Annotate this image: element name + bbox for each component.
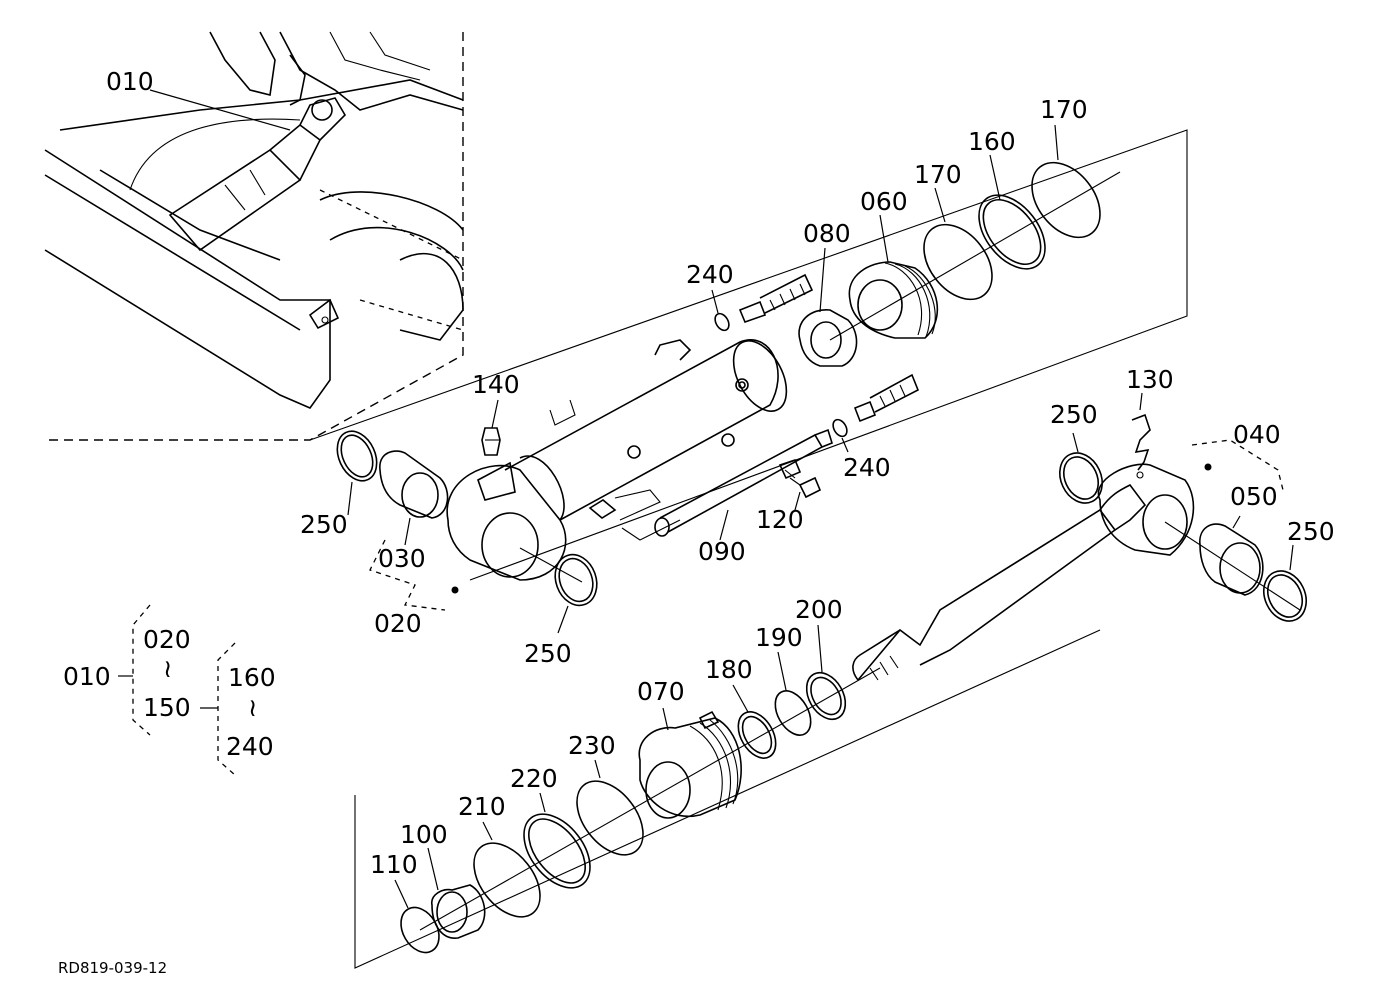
upper-frame [309, 129, 1188, 581]
label-230: 230 [568, 731, 616, 760]
label-160: 160 [968, 127, 1016, 156]
label-020: 020 [374, 609, 422, 638]
ring-250-rod-inner [1062, 456, 1100, 500]
oring-240-lower [832, 418, 848, 438]
grease-fitting-140 [481, 427, 501, 456]
label-250-rod: 250 [1050, 400, 1098, 429]
label-220: 220 [510, 764, 558, 793]
cylinder-tube-020 [446, 339, 788, 594]
upper-axis-line [829, 171, 1121, 341]
ring-160-inner [982, 199, 1042, 265]
label-050: 050 [1230, 482, 1278, 511]
bracket-020 [369, 539, 446, 611]
pipe-090 [654, 428, 833, 537]
ring-200-inner [810, 676, 842, 716]
ring-170-a [923, 223, 993, 301]
legend-range1-tilde: ≀ [163, 654, 172, 683]
ring-210 [473, 842, 541, 918]
ring-220 [523, 813, 591, 889]
bushing-030 [379, 450, 449, 519]
label-180: 180 [705, 655, 753, 684]
label-110: 110 [370, 850, 418, 879]
label-250-right: 250 [1287, 517, 1335, 546]
inset-border [45, 32, 464, 441]
label-250-bottom: 250 [524, 639, 572, 668]
rod-eye-axis [1164, 521, 1301, 611]
label-170-inner: 170 [914, 160, 962, 189]
ring-250-rod [1059, 452, 1103, 504]
bushing-100 [431, 884, 486, 939]
range-legend: 010 020 ≀ 150 160 ≀ 240 [63, 604, 276, 776]
bushing-080 [798, 309, 858, 367]
label-250-left: 250 [300, 510, 348, 539]
ring-170-b [1031, 161, 1101, 239]
label-120: 120 [756, 505, 804, 534]
ring-250-bottom [554, 553, 598, 607]
ring-250-left [336, 430, 378, 482]
label-200: 200 [795, 595, 843, 624]
piston-060 [848, 261, 939, 339]
label-090: 090 [698, 537, 746, 566]
location-inset [44, 31, 464, 441]
ring-200 [805, 671, 847, 721]
grease-fitting-130 [1131, 413, 1151, 479]
tube-fitting-lower [853, 373, 920, 423]
legend-range2-start: 160 [228, 663, 276, 692]
ring-250-left-inner [340, 434, 374, 478]
ring-220-inner [528, 818, 586, 884]
ring-190 [774, 690, 812, 736]
ring-250-bottom-inner [558, 557, 594, 603]
ring-250-right [1263, 570, 1307, 622]
label-040: 040 [1233, 420, 1281, 449]
label-240-upper: 240 [686, 260, 734, 289]
label-190: 190 [755, 623, 803, 652]
oring-240-upper [714, 312, 730, 332]
legend-range1-end: 150 [143, 693, 191, 722]
reference-code: RD819-039-12 [58, 959, 167, 977]
bolt-120 [784, 469, 822, 499]
label-060: 060 [860, 187, 908, 216]
label-140: 140 [472, 370, 520, 399]
rod-cover-070 [638, 710, 742, 819]
legend-range2-tilde: ≀ [248, 693, 257, 722]
axis-250-bottom [519, 547, 583, 583]
label-130: 130 [1126, 365, 1174, 394]
piston-rod-040 [852, 463, 1212, 681]
ring-160 [978, 194, 1046, 270]
tube-fitting-upper [738, 273, 814, 324]
ring-180 [737, 711, 777, 759]
ring-250-right-inner [1266, 574, 1304, 618]
label-170-outer: 170 [1040, 95, 1088, 124]
legend-range2-end: 240 [226, 732, 274, 761]
bushing-050 [1199, 523, 1264, 596]
label-080: 080 [803, 219, 851, 248]
leader-lines [149, 89, 1294, 909]
machine-frame-sketch [44, 31, 464, 409]
lower-axis-line [419, 667, 881, 931]
label-240-lower: 240 [843, 453, 891, 482]
ring-180-inner [741, 715, 773, 755]
label-100: 100 [400, 820, 448, 849]
label-030: 030 [378, 544, 426, 573]
label-210: 210 [458, 792, 506, 821]
label-010: 010 [106, 67, 154, 96]
legend-range1-start: 020 [143, 625, 191, 654]
lower-frame [354, 629, 1101, 969]
legend-root: 010 [63, 662, 111, 691]
label-070: 070 [637, 677, 685, 706]
